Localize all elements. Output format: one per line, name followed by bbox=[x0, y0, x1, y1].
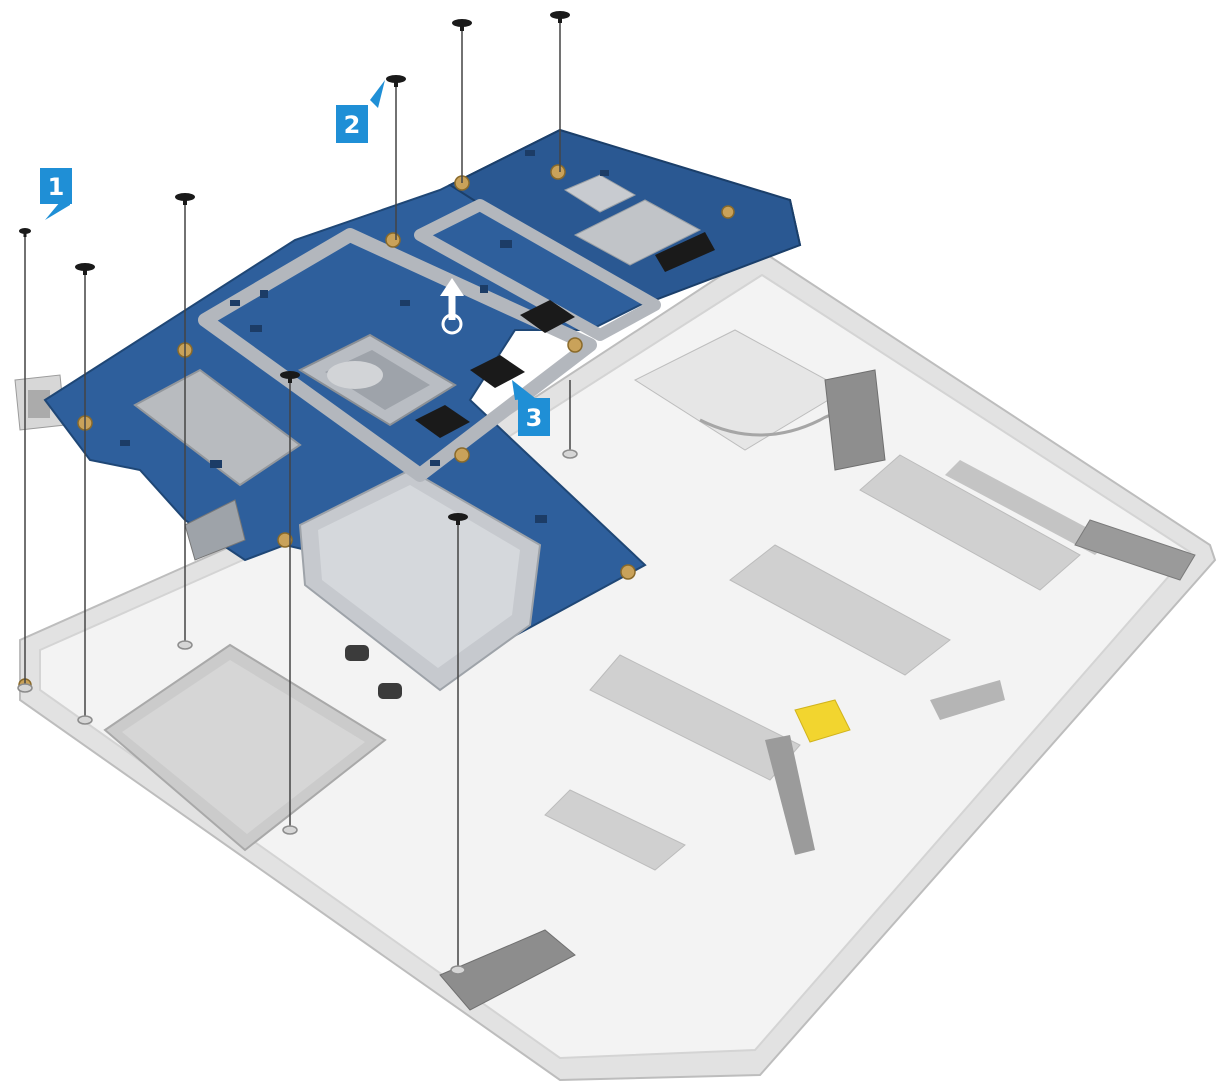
battery-cell bbox=[589, 654, 801, 781]
sim-card-tray bbox=[184, 499, 246, 561]
callout-label: 2 bbox=[344, 111, 361, 139]
io-board-card bbox=[573, 199, 702, 266]
system-board bbox=[18, 128, 802, 699]
io-port-connector bbox=[655, 232, 715, 272]
standoff bbox=[77, 715, 93, 725]
standoff bbox=[450, 965, 466, 975]
callout-box bbox=[40, 168, 72, 204]
standoff bbox=[177, 640, 193, 650]
component bbox=[250, 325, 262, 332]
ssd-shield-highlight bbox=[318, 485, 520, 668]
hinge-bracket bbox=[824, 369, 886, 471]
battery-cell bbox=[544, 789, 686, 871]
chassis bbox=[14, 248, 1217, 1082]
battery-cell bbox=[859, 454, 1081, 591]
component bbox=[400, 300, 410, 306]
callout-box bbox=[336, 105, 368, 143]
board-components bbox=[120, 150, 609, 523]
lift-arrow-head bbox=[440, 278, 464, 296]
screw-icon[interactable] bbox=[550, 11, 570, 23]
screw-pad bbox=[620, 564, 636, 580]
memory-chip bbox=[470, 355, 525, 388]
standoff bbox=[17, 683, 33, 693]
memory-chip bbox=[415, 405, 470, 438]
screw-guides bbox=[24, 16, 571, 968]
screw-icon[interactable] bbox=[280, 371, 300, 383]
memory-chip bbox=[520, 300, 575, 333]
chassis-standoffs bbox=[17, 449, 578, 975]
screw-icon[interactable] bbox=[386, 75, 406, 87]
screws bbox=[19, 11, 570, 525]
component bbox=[535, 515, 547, 523]
battery-cell bbox=[945, 460, 1110, 555]
screw-icon[interactable] bbox=[75, 263, 95, 275]
callout-box bbox=[518, 398, 550, 436]
component bbox=[600, 170, 609, 176]
standoff bbox=[562, 449, 578, 459]
screw-pad bbox=[454, 447, 470, 463]
component bbox=[120, 440, 130, 446]
callout-step-2: 2 bbox=[336, 80, 385, 143]
speaker-module bbox=[1074, 519, 1196, 581]
callout-label: 3 bbox=[526, 404, 543, 432]
callout-tail bbox=[512, 380, 535, 400]
callout-label: 1 bbox=[48, 173, 65, 201]
callout-step-1: 1 bbox=[40, 168, 72, 220]
usb-c-port bbox=[378, 683, 402, 699]
callout-tail bbox=[370, 80, 385, 108]
lift-arrow-icon bbox=[440, 278, 464, 335]
io-connector-port bbox=[28, 390, 50, 418]
component bbox=[260, 290, 268, 298]
screw-icon[interactable] bbox=[175, 193, 195, 205]
cpu-shield-frame bbox=[198, 228, 597, 482]
cpu-thermal-pad bbox=[327, 361, 383, 389]
speaker-module bbox=[439, 929, 576, 1011]
lift-point-marker bbox=[441, 313, 463, 335]
io-board-shield bbox=[563, 174, 637, 213]
screw-pad bbox=[567, 337, 583, 353]
screw-icon[interactable] bbox=[448, 513, 468, 525]
touchpad-bracket-inner bbox=[122, 660, 365, 834]
warranty-sticker bbox=[794, 699, 851, 743]
component bbox=[525, 150, 535, 156]
component bbox=[210, 460, 222, 468]
callout-step-3: 3 bbox=[512, 380, 550, 436]
screw-pad bbox=[385, 232, 401, 248]
wwan-shield bbox=[133, 368, 302, 487]
screw-pad bbox=[277, 532, 293, 548]
screw-pad bbox=[721, 205, 735, 219]
standoff bbox=[282, 825, 298, 835]
cpu-shield-frame-2 bbox=[414, 199, 661, 341]
screw-icon[interactable] bbox=[19, 228, 31, 237]
component bbox=[430, 460, 440, 466]
usb-c-port bbox=[345, 645, 369, 661]
ffc-cable bbox=[765, 735, 815, 855]
screw-pad bbox=[550, 164, 566, 180]
screw-icon[interactable] bbox=[452, 19, 472, 31]
component bbox=[230, 300, 240, 306]
ffc-cable bbox=[930, 680, 1005, 720]
component bbox=[480, 285, 488, 293]
component bbox=[500, 240, 512, 248]
battery-cell bbox=[729, 544, 951, 676]
